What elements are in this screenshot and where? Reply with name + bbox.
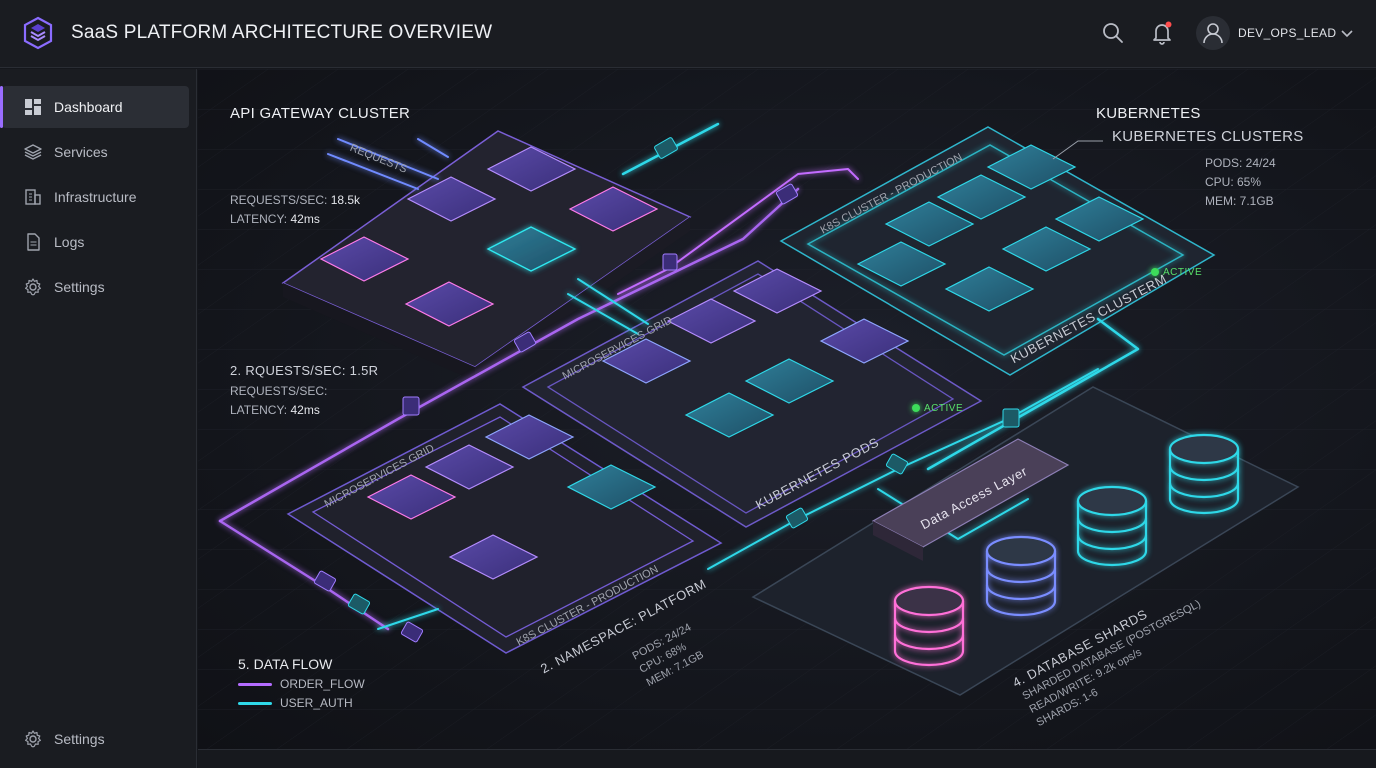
sidebar-item-services[interactable]: Services: [2, 131, 189, 173]
sidebar-item-dashboard[interactable]: Dashboard: [0, 86, 189, 128]
metric-value: 42ms: [290, 212, 320, 226]
app-title: SaaS PLATFORM ARCHITECTURE OVERVIEW: [71, 22, 493, 43]
notification-dot: [1165, 21, 1172, 28]
metric-mem: MEM: 7.1GB: [1205, 194, 1274, 208]
kubernetes-callout-line: [1052, 140, 1103, 160]
gear-icon: [25, 730, 41, 748]
building-icon: [25, 189, 41, 205]
api-gateway-metrics: REQUESTS/SEC: 18.5k LATENCY: 42ms: [230, 191, 360, 229]
sidebar: Dashboard Services Infrastructure Logs S…: [0, 69, 197, 768]
connector-nodes: [313, 137, 1020, 643]
middle-metrics: REQUESTS/SEC: LATENCY: 42ms: [230, 382, 327, 420]
legend-label: USER_AUTH: [280, 696, 353, 710]
api-gateway-title: API GATEWAY CLUSTER: [230, 105, 411, 122]
sidebar-item-label: Services: [54, 144, 108, 160]
metric-label: LATENCY:: [230, 403, 288, 417]
gear-icon: [25, 278, 41, 296]
microservices-lower-nodes[interactable]: [366, 414, 657, 580]
database-shard-cylinders[interactable]: [893, 433, 1240, 667]
sidebar-item-label: Settings: [54, 279, 105, 295]
document-icon: [27, 233, 40, 251]
data-flow-legend: 5. DATA FLOW ORDER_FLOW USER_AUTH: [238, 655, 398, 719]
sidebar-item-settings-bottom[interactable]: Settings: [2, 718, 189, 760]
sidebar-item-label: Settings: [54, 731, 105, 747]
avatar[interactable]: [1196, 16, 1230, 50]
legend-label: ORDER_FLOW: [280, 677, 365, 691]
sidebar-item-settings[interactable]: Settings: [2, 266, 189, 308]
microservices-status-badge: ACTIVE: [912, 403, 963, 414]
layers-icon: [24, 144, 42, 160]
architecture-canvas[interactable]: API GATEWAY CLUSTER REQUESTS/SEC: 18.5k …: [198, 69, 1376, 749]
metric-cpu: CPU: 65%: [1205, 175, 1262, 189]
metric-label: REQUESTS/SEC:: [230, 193, 328, 207]
sidebar-item-label: Logs: [54, 234, 85, 250]
legend-title: 5. DATA FLOW: [238, 656, 333, 672]
app-logo-icon[interactable]: [22, 16, 54, 50]
metric-value: 18.5k: [330, 193, 361, 207]
sidebar-item-logs[interactable]: Logs: [2, 221, 189, 263]
app-header: SaaS PLATFORM ARCHITECTURE OVERVIEW DEV_…: [0, 0, 1376, 68]
status-footer: [198, 749, 1376, 768]
kubernetes-nodes[interactable]: [856, 144, 1145, 312]
chevron-down-icon[interactable]: [1339, 25, 1355, 41]
metric-label: REQUESTS/SEC:: [230, 384, 328, 398]
dashboard-icon: [25, 99, 41, 115]
metric-value: 42ms: [290, 403, 320, 417]
user-menu[interactable]: DEV_OPS_LEAD: [1196, 16, 1362, 52]
sidebar-item-label: Dashboard: [54, 99, 123, 115]
architecture-diagram: [198, 69, 1376, 749]
user-name: DEV_OPS_LEAD: [1238, 26, 1337, 40]
kubernetes-status-badge: ACTIVE: [1151, 267, 1202, 278]
data-access-layer[interactable]: [871, 438, 1070, 561]
sidebar-item-infrastructure[interactable]: Infrastructure: [2, 176, 189, 218]
api-gateway-nodes[interactable]: [319, 146, 659, 327]
microservices-center-nodes[interactable]: [601, 268, 910, 438]
metric-pods: PODS: 24/24: [1205, 156, 1276, 170]
search-icon[interactable]: [1101, 21, 1125, 45]
kubernetes-title: KUBERNETES: [1096, 105, 1201, 122]
user-icon: [1203, 23, 1223, 44]
microservices-lower-platform[interactable]: [286, 403, 723, 654]
sidebar-item-label: Infrastructure: [54, 189, 137, 205]
kubernetes-subtitle: KUBERNETES CLUSTERS: [1112, 128, 1304, 145]
metric-label: LATENCY:: [230, 212, 288, 226]
data-flow-lines: [218, 122, 1140, 631]
kubernetes-cluster-platform[interactable]: [779, 126, 1216, 376]
kubernetes-metrics: PODS: 24/24 CPU: 65% MEM: 7.1GB: [1205, 154, 1276, 211]
middle-requests-line: 2. RQUESTS/SEC: 1.5R: [230, 363, 379, 378]
legend-swatch: [238, 702, 272, 705]
notification-bell-icon[interactable]: [1149, 20, 1175, 46]
legend-swatch: [238, 683, 272, 686]
